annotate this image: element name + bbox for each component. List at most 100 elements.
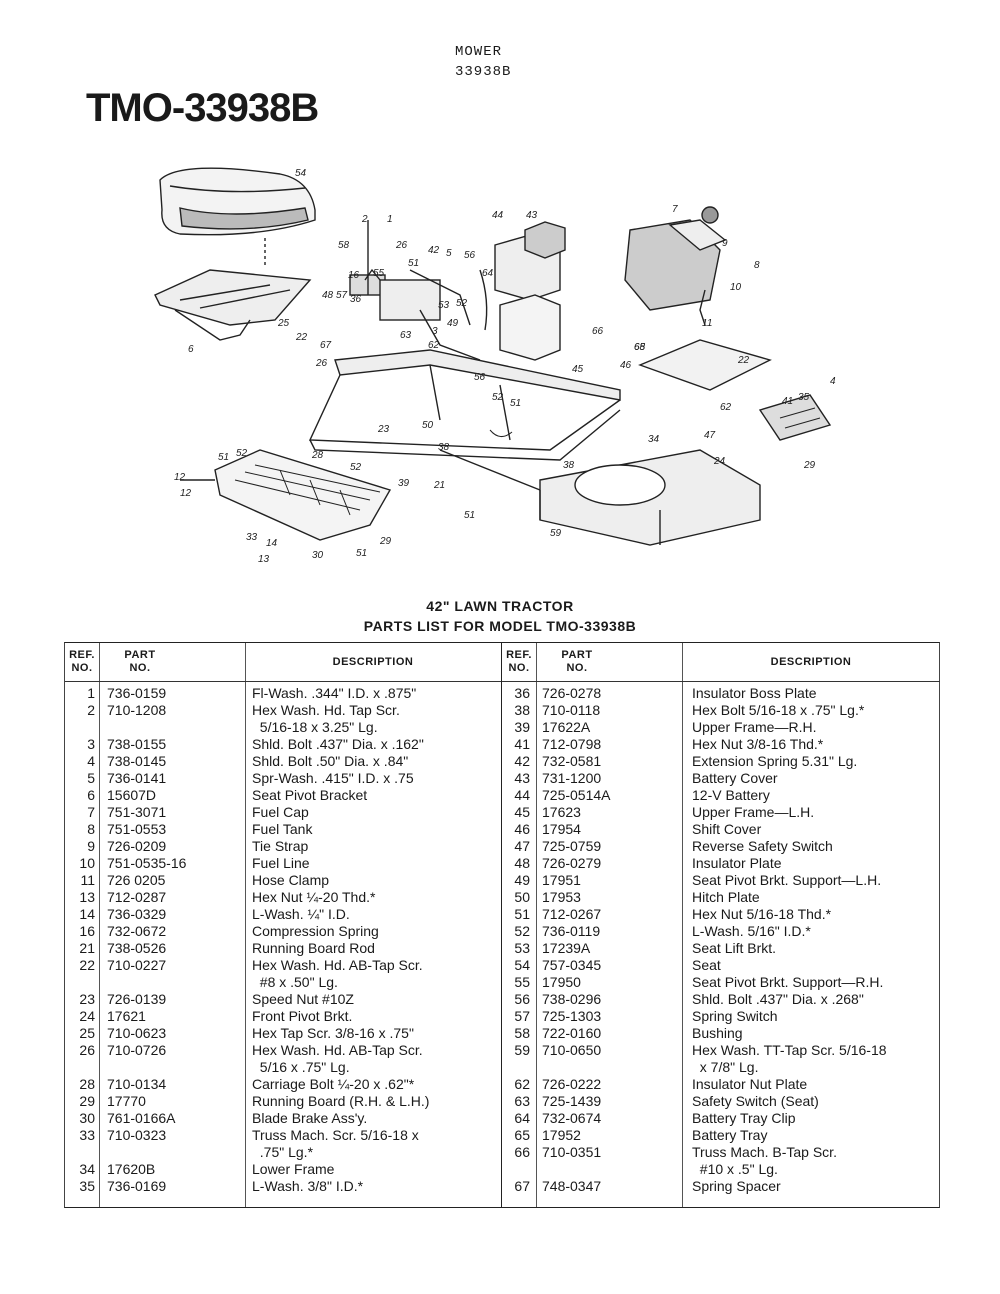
ref-number: 39 [514,719,530,735]
callout-34: 34 [648,434,660,445]
callout-63: 63 [400,330,412,341]
part-number: 712-0798 [542,736,602,752]
part-number: 17950 [542,974,581,990]
ref-number: 2 [87,702,95,718]
ref-number: 14 [79,906,95,922]
part-number: 17623 [542,804,581,820]
callout-48: 48 [322,290,334,301]
part-number: 725-0514A [542,787,611,803]
ref-number: 10 [79,855,95,871]
part-description: Seat [692,957,721,973]
seat-drawing [159,167,316,236]
callout-57: 57 [336,290,348,301]
part-number: 722-0160 [542,1025,602,1041]
part-number: 17620B [107,1161,156,1177]
part-number: 17951 [542,872,581,888]
part-number: 710-0351 [542,1144,602,1160]
part-description: Bushing [692,1025,743,1041]
part-description: L-Wash. 3/8" I.D.* [252,1178,364,1194]
part-number: 736-0159 [107,685,167,701]
ref-number: 28 [79,1076,95,1092]
callout-35: 35 [798,392,810,403]
callout-56: 56 [464,250,476,261]
ref-number: 22 [79,957,95,973]
part-description: Fuel Tank [252,821,313,837]
callout-26: 26 [396,240,408,251]
seat-pivot-bracket-drawing [154,238,312,341]
callout-26: 26 [316,358,328,369]
part-number: 726-0209 [107,838,167,854]
part-description: 12-V Battery [692,787,770,803]
ref-number: 64 [514,1110,530,1126]
part-number: 15607D [107,787,157,803]
part-number: 738-0526 [107,940,167,956]
callout-38: 38 [563,460,575,471]
callout-44: 44 [492,210,504,221]
ref-number: 46 [514,821,530,837]
part-description: Hex Wash. Hd. Tap Scr. 5/16-18 x 3.25" L… [252,702,400,735]
ref-number: 11 [80,872,95,888]
callout-23: 23 [378,424,390,435]
callout-56: 56 [474,372,486,383]
part-description: L-Wash. 5/16" I.D.* [692,923,811,939]
callout-62: 62 [428,340,440,351]
part-description: Upper Frame—R.H. [692,719,817,735]
part-number: 748-0347 [542,1178,602,1194]
callout-66: 66 [592,326,604,337]
part-description: Fuel Line [252,855,310,871]
part-number: 751-0553 [107,821,167,837]
part-description: Lower Frame [252,1161,335,1177]
callout-51: 51 [218,452,230,463]
ref-number: 45 [514,804,530,820]
part-number: 738-0155 [107,736,167,752]
part-description: Seat Pivot Brkt. Support—L.H. [692,872,882,888]
part-number: 726-0139 [107,991,167,1007]
callout-41: 41 [782,396,794,407]
part-description: Insulator Plate [692,855,782,871]
part-description: Safety Switch (Seat) [692,1093,819,1109]
header-ref: REF.NO. [506,649,532,674]
callout-50: 50 [422,420,434,431]
callout-25: 25 [278,318,290,329]
ref-number: 16 [79,923,95,939]
callout-62: 62 [720,402,732,413]
ref-number: 13 [79,889,95,905]
part-number: 712-0267 [542,906,602,922]
part-description: Running Board Rod [252,940,375,956]
part-description: Hex Wash. TT-Tap Scr. 5/16-18 x 7/8" Lg. [692,1042,887,1075]
part-number: 710-0623 [107,1025,167,1041]
part-description: Seat Lift Brkt. [692,940,777,956]
callout-52: 52 [350,462,362,473]
part-description: Hose Clamp [252,872,330,888]
callout-5: 5 [446,248,452,259]
part-description: Spring Switch [692,1008,778,1024]
part-number: 732-0672 [107,923,167,939]
ref-number: 62 [514,1076,530,1092]
callout-7: 7 [672,204,678,215]
part-number: 736-0169 [107,1178,167,1194]
